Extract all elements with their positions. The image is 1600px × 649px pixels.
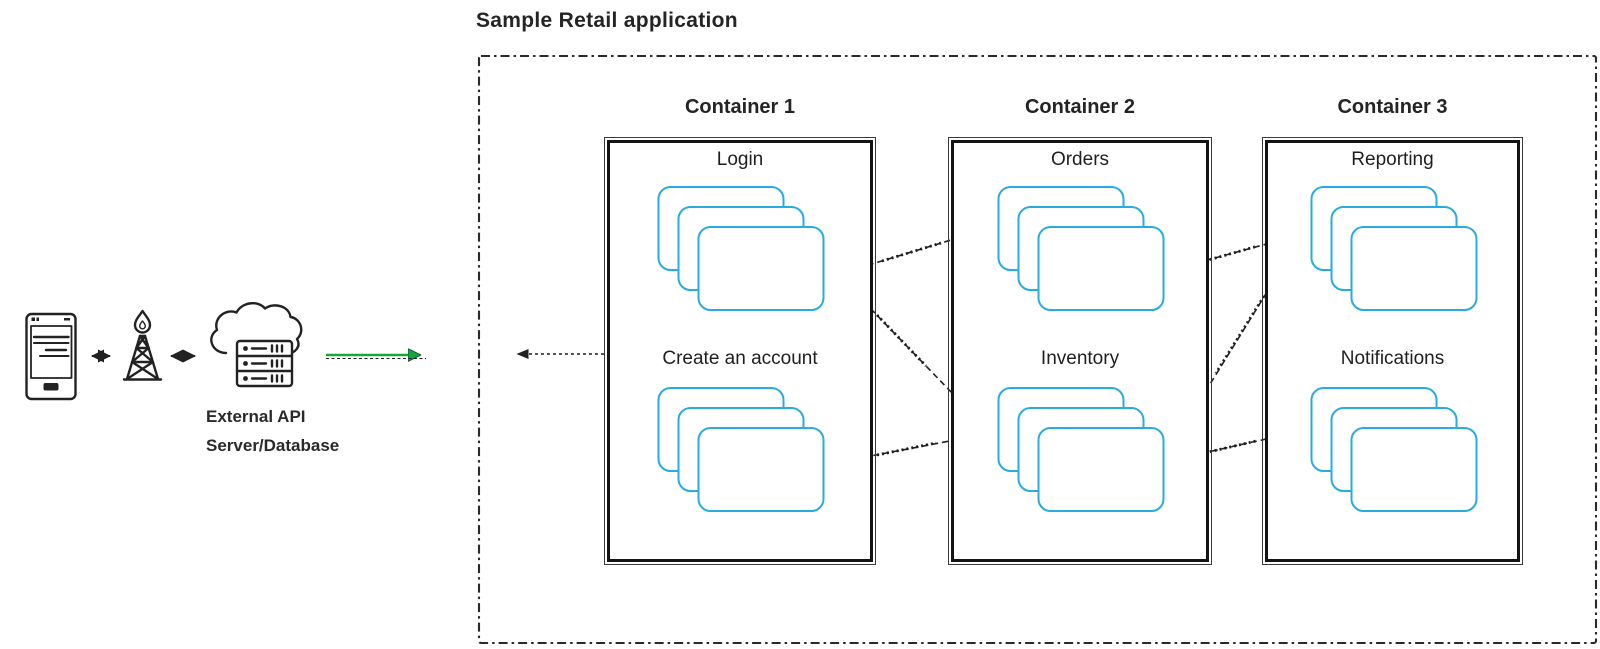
radio-tower-icon (122, 309, 163, 381)
login-inventory-arrow-overlap (875, 314, 928, 367)
reporting-inventory-arrow-overlap (1214, 295, 1266, 374)
orders-stack (997, 186, 1165, 311)
container-1-box: Login Create an account (604, 137, 876, 565)
diagram-title: Sample Retail application (476, 9, 738, 32)
stack-card (1350, 226, 1477, 311)
container-2-title: Container 2 (1024, 96, 1136, 118)
login-orders-arrow-overlap (881, 241, 942, 263)
inventory-stack (997, 387, 1165, 512)
stack-card (1037, 427, 1165, 512)
stack-card (697, 226, 825, 311)
service-label-login: Login (716, 149, 764, 170)
stack-card (697, 427, 825, 512)
container-2-box: Orders Inventory (948, 137, 1212, 565)
service-label-inventory: Inventory (1040, 348, 1120, 369)
reporting-stack (1310, 186, 1477, 311)
external-label-line2: Server/Database (206, 436, 340, 455)
application-boundary (477, 54, 1598, 645)
container-1-group: Container 1 Login Create an account (604, 96, 876, 565)
container-3-title: Container 3 (1337, 96, 1448, 118)
container-3-box: Reporting Notifications (1262, 137, 1523, 565)
service-label-create-account: Create an account (662, 348, 818, 369)
createaccount-inventory-arrow-overlap (876, 441, 937, 457)
notifications-stack (1310, 387, 1477, 512)
create-account-stack (657, 387, 825, 512)
container-2-group: Container 2 Orders Inventory (948, 96, 1212, 565)
stack-card (1350, 427, 1477, 512)
stack-card (1037, 226, 1165, 311)
cloud-server-icon (210, 302, 303, 388)
service-label-reporting: Reporting (1351, 149, 1434, 170)
orders-reporting-arrow-overlap (1204, 244, 1259, 263)
service-label-notifications: Notifications (1340, 348, 1445, 369)
container-3-group: Container 3 Reporting Notifications (1262, 96, 1523, 565)
external-label-line1: External API (206, 407, 306, 426)
container-1-title: Container 1 (684, 96, 796, 118)
external-system-label: External API Server/Database (206, 402, 339, 460)
mobile-device-icon (25, 312, 77, 401)
service-label-orders: Orders (1050, 149, 1110, 170)
login-stack (657, 186, 825, 311)
